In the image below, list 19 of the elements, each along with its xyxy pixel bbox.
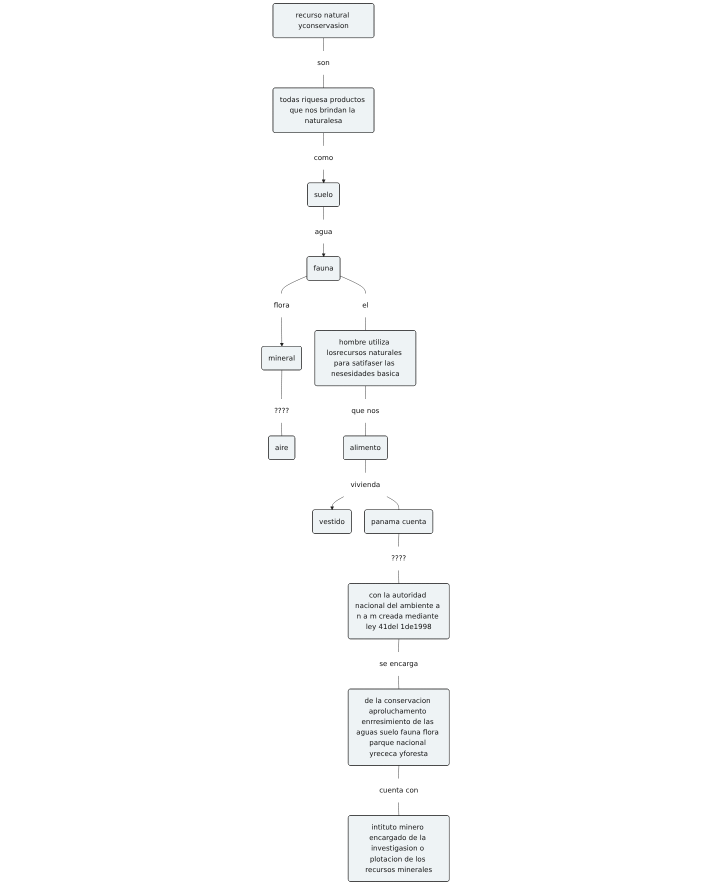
connector: [322, 38, 324, 52]
connector: [364, 460, 366, 474]
connector: [398, 676, 399, 690]
connector: [364, 317, 366, 331]
connector: [322, 132, 324, 146]
connector: [364, 422, 366, 436]
connector: [398, 570, 399, 584]
connector: [340, 276, 366, 294]
connector: [398, 765, 399, 779]
connector: [364, 386, 366, 400]
connector: [322, 74, 324, 88]
connector: [398, 802, 399, 816]
connector: [386, 496, 399, 510]
connector: [322, 206, 324, 220]
connector: [281, 370, 282, 400]
connector: [281, 276, 307, 294]
connector: [398, 533, 399, 547]
connector: [281, 422, 282, 436]
connector: [398, 638, 399, 652]
